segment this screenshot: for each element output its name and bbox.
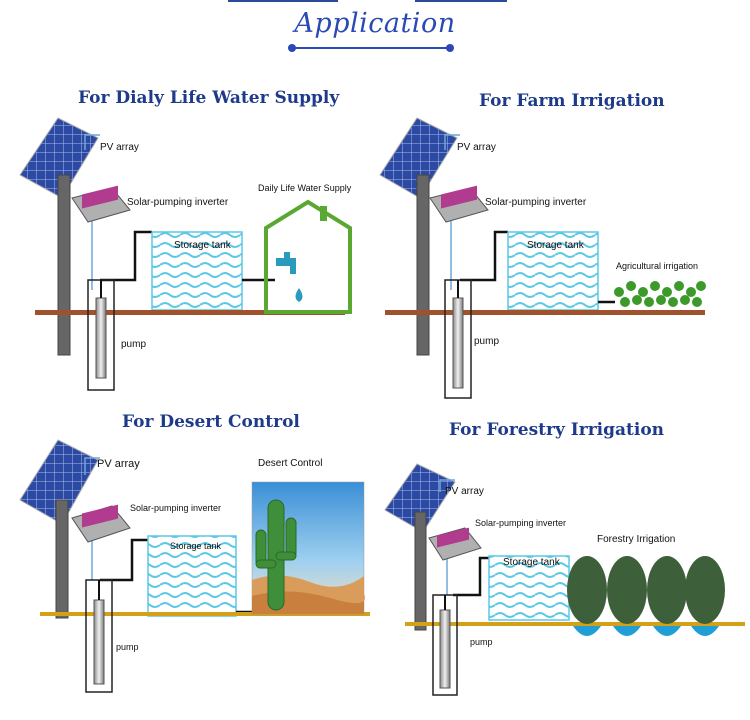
pump-icon	[87, 279, 115, 391]
panel-title: For Farm Irrigation	[479, 91, 665, 111]
house-icon	[264, 199, 352, 314]
pump-label: pump	[116, 642, 139, 652]
use-label: Daily Life Water Supply	[258, 183, 352, 193]
inverter-label: Solar-pumping inverter	[485, 197, 587, 208]
header: Application	[0, 0, 750, 60]
panel-title: For Desert Control	[122, 412, 300, 432]
trees-icon	[567, 556, 725, 636]
pump-icon	[444, 279, 472, 399]
inverter-icon	[71, 504, 131, 543]
panel-title: For Forestry Irrigation	[449, 420, 665, 440]
use-label: Agricultural irrigation	[616, 261, 699, 271]
water-pipe	[460, 230, 508, 282]
storage-tank-label: Storage tank	[527, 240, 584, 251]
faucet-icon	[276, 252, 303, 302]
mounting-pole	[55, 499, 69, 619]
use-label: Forestry Irrigation	[597, 534, 676, 545]
mounting-pole	[414, 511, 427, 631]
mounting-pole	[57, 174, 71, 356]
panel-daily-life-water-supply: For Dialy Life Water Supply	[0, 80, 375, 400]
panel-desert-control: For Desert Control	[0, 400, 375, 720]
cactus-icon	[255, 499, 297, 611]
header-top-line-left	[228, 0, 338, 2]
storage-tank-label: Storage tank	[503, 557, 560, 568]
ground-line	[35, 310, 345, 315]
pv-cable	[444, 134, 460, 150]
storage-tank-icon	[488, 555, 570, 621]
panel-forestry-irrigation: For Forestry Irrigation	[375, 400, 750, 720]
pv-array-label: PV array	[457, 142, 496, 153]
water-pipe	[453, 556, 489, 597]
use-label: Desert Control	[258, 458, 323, 469]
title-underline	[292, 47, 450, 49]
ground-line	[405, 622, 745, 626]
pump-icon	[85, 579, 113, 693]
plants-icon	[614, 281, 706, 307]
panel-farm-irrigation: For Farm Irrigation	[375, 80, 750, 400]
pump-label: pump	[470, 637, 493, 647]
pv-array-label: PV array	[445, 486, 484, 497]
solar-panel-icon	[19, 117, 99, 199]
mounting-pole	[416, 174, 430, 356]
inverter-icon	[71, 185, 131, 223]
inverter-label: Solar-pumping inverter	[127, 197, 229, 208]
pump-label: pump	[474, 336, 500, 347]
water-pipe	[100, 230, 152, 282]
pv-array-label: PV array	[97, 458, 140, 470]
inverter-icon	[428, 527, 482, 561]
storage-tank-label: Storage tank	[174, 240, 231, 251]
solar-panel-icon	[379, 117, 458, 199]
panel-title: For Dialy Life Water Supply	[78, 88, 340, 108]
inverter-label: Solar-pumping inverter	[475, 518, 567, 528]
pump-icon	[432, 594, 458, 696]
pump-label: pump	[121, 339, 147, 350]
storage-tank-label: Storage tank	[170, 541, 222, 551]
inverter-icon	[429, 185, 489, 223]
pv-cable	[84, 457, 100, 475]
solar-panel-icon	[384, 463, 456, 533]
ground-line	[385, 310, 705, 315]
pv-array-label: PV array	[100, 142, 139, 153]
page-title: Application	[294, 8, 456, 39]
storage-tank-icon	[147, 535, 237, 617]
title-dot-left	[288, 44, 296, 52]
pv-cable	[84, 134, 100, 150]
inverter-label: Solar-pumping inverter	[130, 503, 222, 513]
pv-cable	[439, 479, 455, 492]
ground-line	[40, 612, 370, 616]
water-pipe	[100, 538, 148, 582]
title-dot-right	[446, 44, 454, 52]
storage-tank-icon	[507, 231, 599, 311]
header-top-line-right	[415, 0, 507, 2]
solar-panel-icon	[19, 439, 99, 525]
